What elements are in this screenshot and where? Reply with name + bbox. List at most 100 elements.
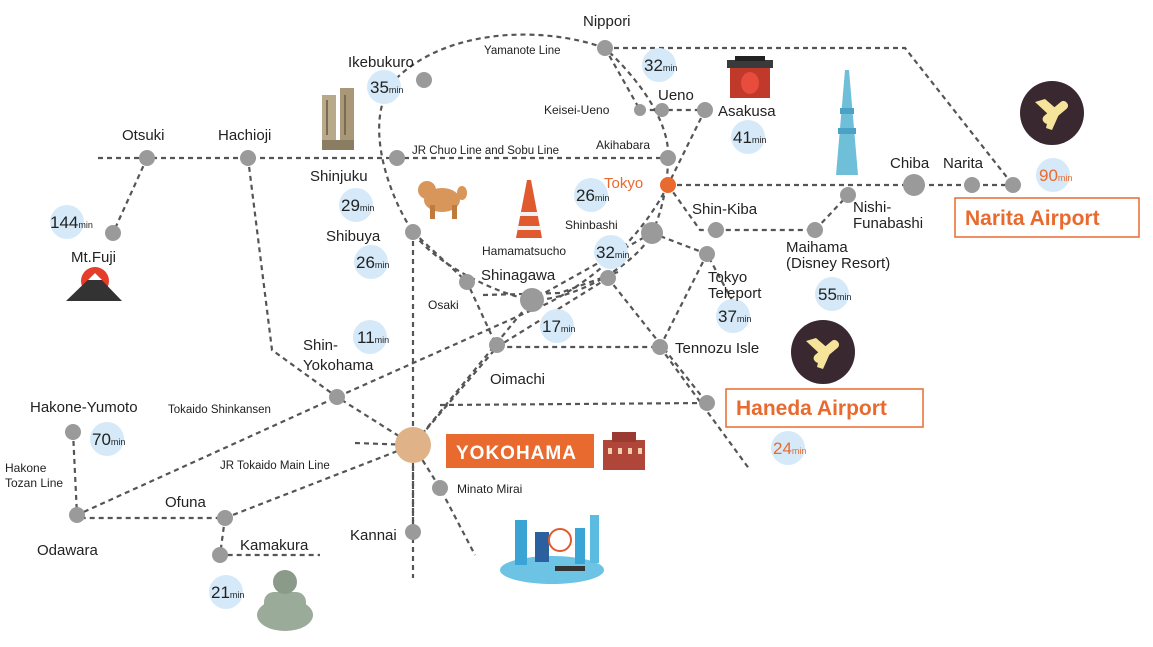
label-oimachi: Oimachi	[490, 371, 545, 388]
time-badge-shibuya: 26min	[354, 245, 389, 279]
label-asakusa: Asakusa	[718, 103, 776, 120]
station-dots	[65, 40, 1021, 563]
svg-text:32min: 32min	[644, 56, 677, 75]
station-dot[interactable]	[597, 40, 613, 56]
tocho-building-illustration	[322, 88, 354, 150]
label-tennozu: Tennozu Isle	[675, 340, 759, 357]
station-dot[interactable]	[240, 150, 256, 166]
tokyo-tower-illustration	[516, 180, 542, 238]
tokyo-station-dot[interactable]	[660, 177, 676, 193]
svg-text:17min: 17min	[542, 317, 575, 336]
minato-mirai-skyline-illustration	[500, 515, 604, 584]
time-badge-hakone: 70min	[90, 422, 125, 456]
svg-text:35min: 35min	[370, 78, 403, 97]
station-dot[interactable]	[699, 395, 715, 411]
line-labels: Yamanote Line JR Chuo Line and Sobu Line…	[168, 45, 561, 472]
shinagawa-east-line	[482, 270, 619, 297]
station-dot[interactable]	[432, 480, 448, 496]
narita-plane-icon	[1020, 81, 1084, 145]
tokaido-shinkansen-line	[76, 184, 669, 517]
asakusa-line	[667, 109, 706, 186]
station-dot[interactable]	[217, 510, 233, 526]
station-dot[interactable]	[699, 246, 715, 262]
time-badge-hamamatsucho: 32min	[594, 235, 629, 269]
station-dot[interactable]	[708, 222, 724, 238]
station-dot[interactable]	[389, 150, 405, 166]
skytree-illustration	[836, 70, 858, 175]
label-shinagawa: Shinagawa	[481, 267, 556, 284]
time-badge-shinjuku: 29min	[339, 188, 374, 222]
time-badge-ueno: 32min	[642, 48, 677, 82]
yokohama-station-dot[interactable]	[395, 427, 431, 463]
station-dot[interactable]	[697, 102, 713, 118]
svg-text:37min: 37min	[718, 307, 751, 326]
time-badges: 32min 35min 41min 29min 26min 26min 32mi…	[50, 48, 1072, 609]
keisei-line	[605, 46, 1014, 186]
time-badge-tokyo: 26min	[574, 178, 609, 212]
station-dot[interactable]	[634, 104, 646, 116]
redbrick-warehouse-illustration	[603, 432, 645, 470]
label-osaki: Osaki	[428, 298, 459, 312]
haneda-airport-label[interactable]: Haneda Airport	[725, 388, 924, 428]
station-dot[interactable]	[329, 389, 345, 405]
station-dot[interactable]	[903, 174, 925, 196]
time-badge-narita: 90min	[1036, 158, 1072, 192]
station-dot[interactable]	[416, 72, 432, 88]
label-chuo-line: JR Chuo Line and Sobu Line	[412, 145, 559, 157]
label-ueno: Ueno	[658, 87, 694, 104]
minatomirai-line	[412, 444, 476, 556]
station-dot[interactable]	[139, 150, 155, 166]
station-dot[interactable]	[652, 339, 668, 355]
haneda-plane-icon	[791, 320, 855, 384]
yokohama-label[interactable]: YOKOHAMA	[446, 434, 594, 468]
time-badge-kamakura: 21min	[209, 575, 244, 609]
svg-text:26min: 26min	[576, 186, 609, 205]
station-dot[interactable]	[459, 274, 475, 290]
label-hakone-yumoto: Hakone-Yumoto	[30, 399, 138, 416]
station-dot[interactable]	[660, 150, 676, 166]
time-badge-haneda: 24min	[771, 431, 806, 465]
station-dot[interactable]	[641, 222, 663, 244]
label-hakone-tozan-1: Hakone	[5, 461, 47, 475]
station-dot[interactable]	[807, 222, 823, 238]
svg-text:32min: 32min	[596, 243, 629, 262]
rail-lines	[71, 33, 1014, 578]
label-kannai: Kannai	[350, 527, 397, 544]
yokohama-line	[246, 157, 414, 446]
station-dot[interactable]	[600, 270, 616, 286]
station-dot[interactable]	[655, 103, 669, 117]
label-yamanote-line: Yamanote Line	[484, 45, 561, 57]
svg-text:90min: 90min	[1039, 166, 1072, 185]
station-dot[interactable]	[520, 288, 544, 312]
station-dot[interactable]	[964, 177, 980, 193]
time-badge-tokyo-teleport: 37min	[716, 299, 751, 333]
station-dot[interactable]	[69, 507, 85, 523]
label-keisei-ueno: Keisei-Ueno	[544, 103, 610, 117]
svg-text:YOKOHAMA: YOKOHAMA	[456, 443, 577, 464]
station-dot[interactable]	[489, 337, 505, 353]
svg-text:144min: 144min	[50, 213, 93, 232]
label-narita: Narita	[943, 155, 984, 172]
svg-text:11min: 11min	[357, 328, 389, 347]
svg-text:55min: 55min	[818, 285, 851, 304]
station-dot[interactable]	[1005, 177, 1021, 193]
label-shinbashi: Shinbashi	[565, 218, 618, 232]
label-tokyo: Tokyo	[604, 175, 643, 192]
station-dot[interactable]	[405, 524, 421, 540]
station-dot[interactable]	[840, 187, 856, 203]
station-dot[interactable]	[65, 424, 81, 440]
label-minato-mirai: Minato Mirai	[457, 482, 522, 496]
label-tokaido-main-line: JR Tokaido Main Line	[220, 460, 330, 472]
svg-text:29min: 29min	[341, 196, 374, 215]
otsuki-fuji-line	[111, 157, 149, 234]
label-hachioji: Hachioji	[218, 127, 271, 144]
label-odawara: Odawara	[37, 542, 99, 559]
time-badge-shinagawa: 17min	[540, 309, 575, 343]
narita-airport-label[interactable]: Narita Airport	[954, 197, 1140, 238]
time-badge-mt-fuji: 144min	[50, 205, 93, 239]
time-badge-shin-yokohama: 11min	[353, 320, 389, 354]
station-dot[interactable]	[405, 224, 421, 240]
station-dot[interactable]	[212, 547, 228, 563]
label-shinjuku: Shinjuku	[310, 168, 368, 185]
station-dot[interactable]	[105, 225, 121, 241]
